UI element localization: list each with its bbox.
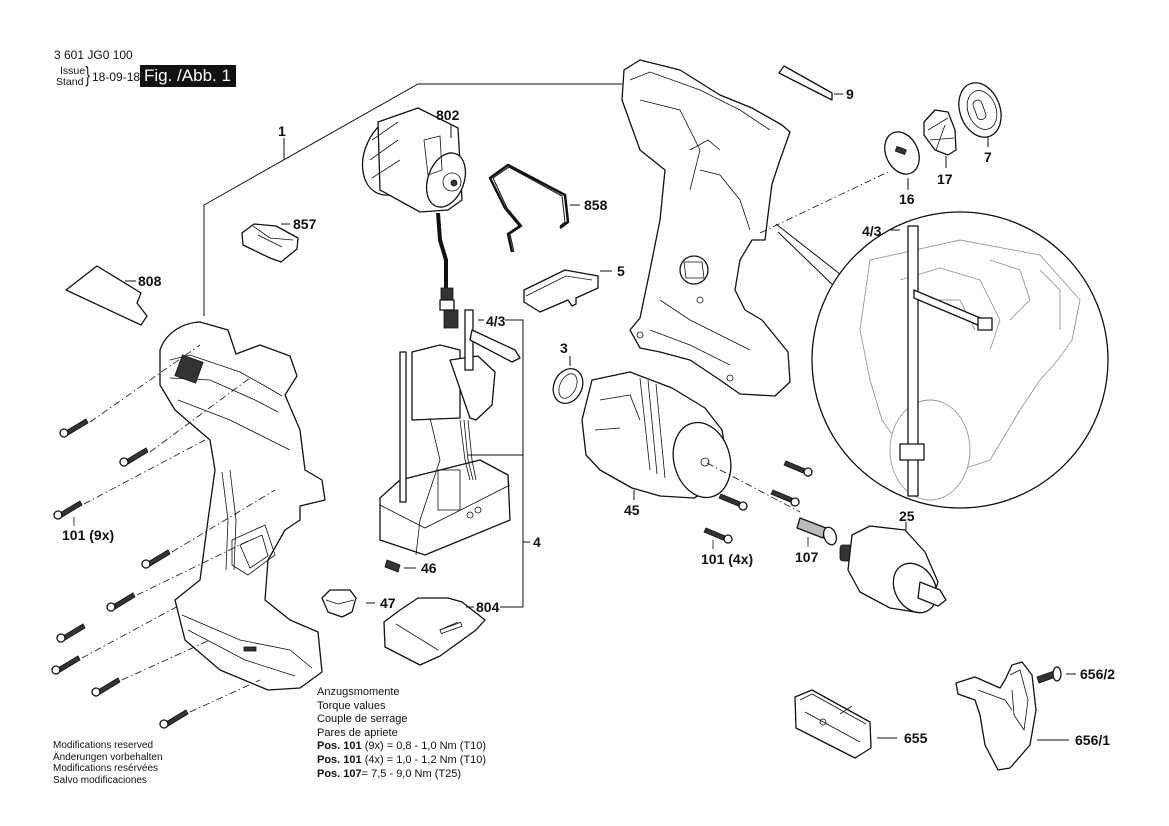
part-808-nameplate[interactable] <box>65 265 148 326</box>
screw-101[interactable] <box>783 460 813 477</box>
torque-row: Pos. 101 (9x) = 0,8 - 1,0 Nm (T10) <box>317 740 486 754</box>
label-7: 7 <box>984 149 992 165</box>
screw-101[interactable] <box>141 489 276 569</box>
torque-row: Pos. 101 (4x) = 1,0 - 1,2 Nm (T10) <box>317 754 486 768</box>
issue-label: Issue <box>60 65 86 77</box>
label-25: 25 <box>899 508 915 524</box>
torque-qty: (9x) <box>364 740 384 753</box>
part-3-washer[interactable] <box>548 356 589 408</box>
modifications-notice: Modifications reserved Änderungen vorbeh… <box>53 740 163 786</box>
part-9-strip[interactable] <box>778 65 843 101</box>
label-808: 808 <box>138 273 162 289</box>
modification-line: Änderungen vorbehalten <box>53 751 163 763</box>
part-46-spring[interactable] <box>384 559 416 573</box>
label-3: 3 <box>560 340 568 356</box>
modification-line: Modifications resérvées <box>53 763 159 774</box>
torque-qty: (4x) <box>364 753 384 766</box>
label-656-2: 656/2 <box>1080 666 1115 682</box>
screw-101[interactable] <box>119 377 251 467</box>
part-labels: 1 3 4 4/3 4/3 5 7 9 16 17 25 45 46 47 10… <box>62 86 1115 748</box>
torque-title-en: Torque values <box>317 699 386 712</box>
part-4-3-harness-detail[interactable] <box>890 225 993 497</box>
screw-set-101-4x[interactable] <box>703 460 813 549</box>
part-4-bracket <box>468 319 530 608</box>
torque-title-de: Anzugsmomente <box>317 686 400 698</box>
label-656-1: 656/1 <box>1075 732 1110 748</box>
part-804-contact-plate[interactable] <box>383 597 486 666</box>
torque-pos: Pos. 107 <box>317 767 362 780</box>
label-45: 45 <box>624 502 640 518</box>
part-858-wire-bracket[interactable] <box>488 163 580 253</box>
part-656-2-clip-screw[interactable] <box>1036 666 1076 684</box>
part-45-gearbox[interactable] <box>581 371 739 504</box>
part-25-keyless-chuck[interactable] <box>839 522 947 621</box>
screw-set-101-9x[interactable] <box>51 344 276 729</box>
part-1-left-housing[interactable] <box>159 321 326 691</box>
stand-label: Stand <box>56 76 84 88</box>
label-47: 47 <box>380 595 396 611</box>
part-4-3-cable-harness[interactable] <box>443 309 521 371</box>
torque-title-es: Pares de apriete <box>317 726 398 739</box>
issue-stand-label: Issue Stand <box>56 66 85 88</box>
label-802: 802 <box>436 107 460 123</box>
label-17: 17 <box>937 171 953 187</box>
label-804: 804 <box>476 599 500 615</box>
label-9: 9 <box>846 86 854 102</box>
modification-line: Salvo modificaciones <box>53 774 147 786</box>
figure-label: Fig. /Abb. 1 <box>140 65 236 87</box>
chuck-alignment-line <box>706 462 801 513</box>
screw-101[interactable] <box>106 539 251 612</box>
screw-101[interactable] <box>91 639 211 697</box>
torque-value: = 1,0 - 1,2 Nm (T10) <box>386 753 487 766</box>
issue-date: 18-09-18 <box>92 70 141 84</box>
part-857-indicator-cover[interactable] <box>241 223 299 263</box>
part-107-chuck-screw[interactable] <box>796 517 839 547</box>
part-655-bit-holder[interactable] <box>794 689 897 759</box>
part-7-end-cap[interactable] <box>952 77 1009 147</box>
label-4-3-detail: 4/3 <box>862 223 882 239</box>
screw-101[interactable] <box>159 679 261 729</box>
part-17-insert[interactable] <box>923 109 957 168</box>
part-802-motor[interactable] <box>350 104 472 311</box>
torque-value: = 0,8 - 1,0 Nm (T10) <box>386 740 487 753</box>
label-4-3: 4/3 <box>486 313 506 329</box>
label-857: 857 <box>293 216 317 232</box>
part-656-1-belt-clip[interactable] <box>955 661 1069 771</box>
modification-line: Modifications reserved <box>53 740 154 751</box>
document-code: 3 601 JG0 100 <box>54 48 133 62</box>
torque-row: Pos. 107= 7,5 - 9,0 Nm (T25) <box>317 768 486 782</box>
part-47-knob[interactable] <box>321 589 375 618</box>
label-858: 858 <box>584 197 608 213</box>
alignment-line <box>759 171 889 234</box>
housing-set-bracket <box>203 83 622 316</box>
label-1: 1 <box>278 123 286 139</box>
part-1-right-housing[interactable] <box>582 59 791 397</box>
torque-pos: Pos. 101 <box>317 740 362 753</box>
screw-101[interactable] <box>51 604 181 675</box>
part-5-slide-cover[interactable] <box>523 269 612 313</box>
screw-101[interactable] <box>770 489 800 507</box>
torque-value: = 7,5 - 9,0 Nm (T25) <box>361 767 461 780</box>
screw-101[interactable] <box>718 493 748 511</box>
torque-pos: Pos. 101 <box>317 753 362 766</box>
label-655: 655 <box>904 730 928 746</box>
brace-symbol: } <box>85 62 90 87</box>
torque-values-block: Anzugsmomente Torque values Couple de se… <box>317 686 486 781</box>
label-4: 4 <box>533 534 541 550</box>
screw-101[interactable] <box>53 439 206 526</box>
part-4-switch-electronics[interactable] <box>379 344 511 556</box>
label-101-4x: 101 (4x) <box>701 551 753 567</box>
part-16-disc[interactable] <box>878 126 926 190</box>
torque-title-fr: Couple de serrage <box>317 713 408 726</box>
screw-101[interactable] <box>59 344 201 438</box>
label-16: 16 <box>899 191 915 207</box>
screw-101[interactable] <box>703 527 733 549</box>
label-101-9x: 101 (9x) <box>62 527 114 543</box>
detail-view-circle <box>775 211 1109 509</box>
screw-101[interactable] <box>56 623 86 643</box>
label-107: 107 <box>795 549 819 565</box>
label-46: 46 <box>421 560 437 576</box>
label-5: 5 <box>617 263 625 279</box>
